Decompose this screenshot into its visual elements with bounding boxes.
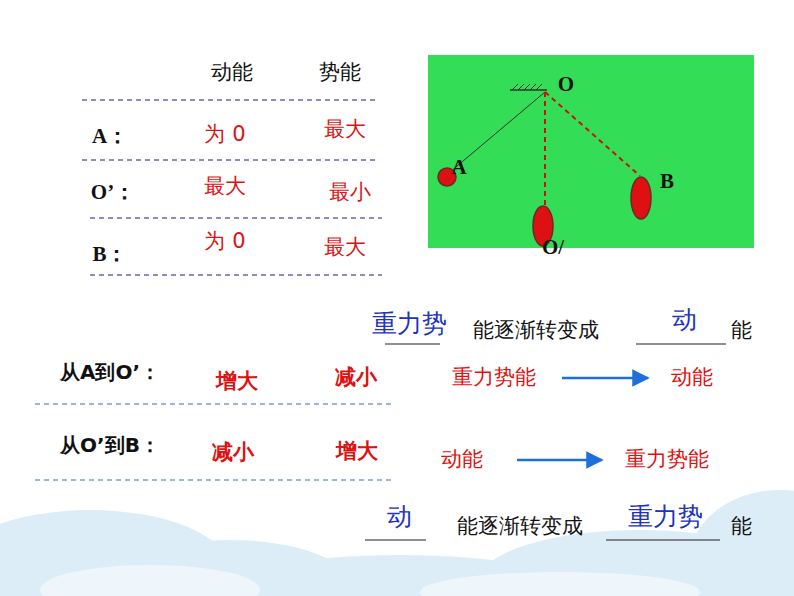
cloud-decoration: [0, 490, 794, 596]
pendulum-panel: [428, 55, 754, 248]
energy-term: 动能: [671, 366, 713, 389]
table-cell: 为 0: [204, 123, 245, 146]
row-head: A：: [92, 125, 128, 148]
change-cell: 减小: [335, 366, 377, 389]
table-cell: 最小: [329, 181, 371, 204]
sentence-text: 能逐渐转变成: [457, 515, 583, 538]
table-cell: 最大: [324, 118, 366, 141]
row-head: 从O’到B：: [60, 434, 160, 456]
change-cell: 增大: [336, 440, 378, 463]
pendulum: [438, 84, 651, 246]
column-head: 势能: [319, 61, 361, 84]
row-rule: [35, 404, 392, 480]
sentence-text: 能: [731, 515, 752, 538]
row-head: 从A到O’：: [60, 361, 160, 383]
blank-answer: 重力势: [372, 310, 447, 338]
sentence-text: 能逐渐转变成: [473, 319, 599, 342]
table-cell: 为 0: [204, 230, 245, 253]
table-cell: 最大: [204, 175, 246, 198]
energy-term: 重力势能: [625, 448, 709, 471]
row-head: O’：: [91, 181, 135, 204]
table-rule: [82, 100, 382, 275]
blank-answer: 重力势: [628, 503, 703, 531]
point-label: B: [660, 170, 674, 193]
column-head: 动能: [211, 61, 253, 84]
change-cell: 减小: [212, 441, 254, 464]
blank-underline: [365, 344, 726, 540]
row-head: B：: [92, 243, 127, 266]
energy-term: 重力势能: [452, 366, 536, 389]
sentence-text: 能: [731, 319, 752, 342]
point-label: O: [558, 73, 574, 96]
energy-term: 动能: [441, 448, 483, 471]
blank-answer: 动: [387, 503, 412, 531]
table-cell: 最大: [324, 236, 366, 259]
change-cell: 增大: [216, 370, 258, 393]
blank-answer: 动: [672, 306, 697, 334]
point-label: A: [451, 156, 466, 179]
point-label: O/: [542, 236, 564, 259]
